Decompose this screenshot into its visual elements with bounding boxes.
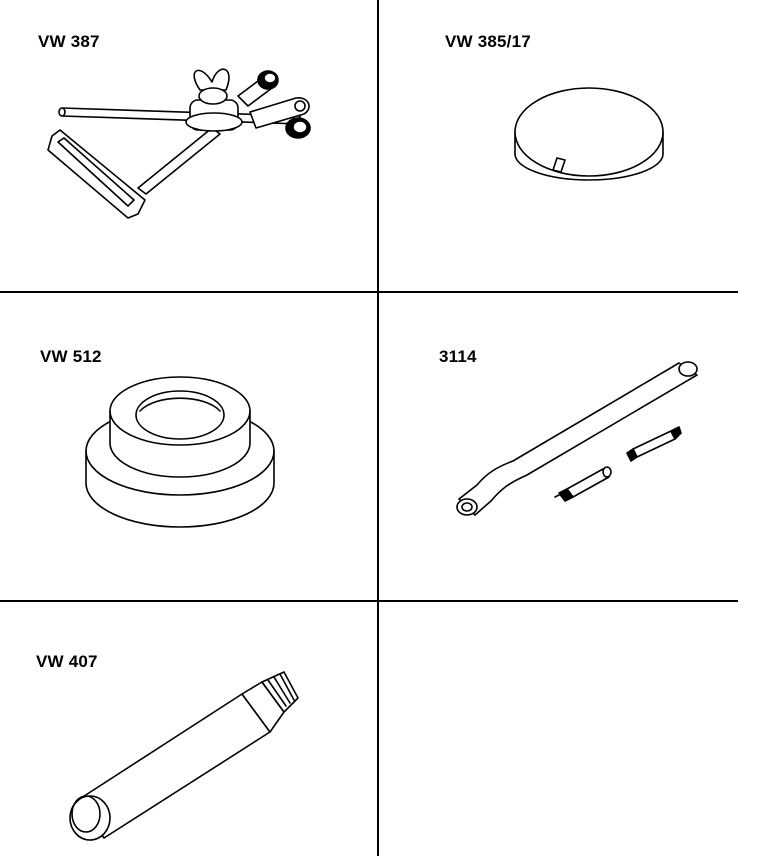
vertical-divider <box>377 0 379 856</box>
tool-illustration-vw385-17 <box>514 87 664 181</box>
tool-cell-vw387: VW 387 <box>0 0 377 291</box>
tool-label: VW 385/17 <box>445 32 531 51</box>
tool-illustration-3114 <box>456 361 698 516</box>
horizontal-divider-bottom <box>0 600 738 602</box>
tool-illustration-vw387 <box>47 68 311 219</box>
tool-cell-vw385-17: VW 385/17 <box>379 0 738 291</box>
tool-label: VW 407 <box>36 652 98 671</box>
tool-label: VW 387 <box>38 32 100 51</box>
tool-label: 3114 <box>439 347 477 366</box>
tool-cell-vw512: VW 512 <box>0 293 377 600</box>
horizontal-divider-top <box>0 291 738 293</box>
tool-label: VW 512 <box>40 347 102 366</box>
tool-illustration-vw407 <box>69 671 299 841</box>
tool-cell-3114: 3114 <box>379 293 738 600</box>
tool-illustration-vw512 <box>85 376 275 528</box>
tool-cell-vw407: VW 407 <box>0 602 377 856</box>
